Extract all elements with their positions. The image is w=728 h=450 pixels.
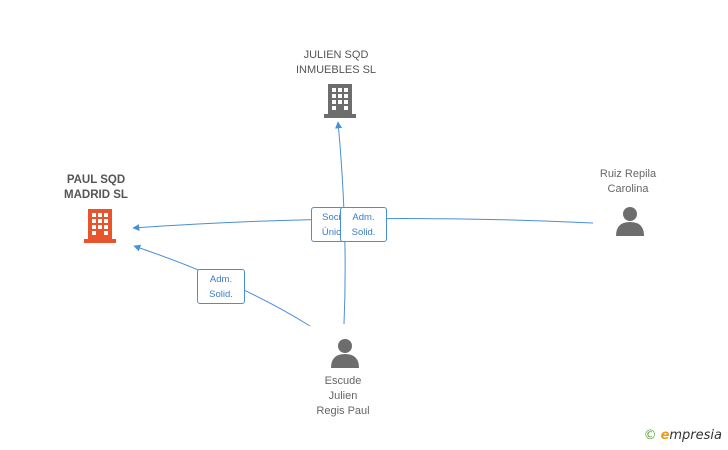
copyright-symbol: © [643,428,657,443]
node-label-line: Escude [324,375,362,387]
node-label-line: Julien [328,390,358,402]
edge-label-adm-solid: Adm. Solid. [197,269,245,304]
node-label-paul-madrid[interactable]: PAUL SQD MADRID SL [46,173,146,203]
node-label-escude-julien[interactable]: Escude Julien Regis Paul [293,374,393,419]
person-icon [616,207,644,236]
brand-initial: e [660,428,670,443]
edge-label-line: Único [321,227,347,238]
person-icon [331,339,359,368]
node-label-line: JULIEN SQD [303,49,369,61]
edge-label-line: Solid. [209,289,233,300]
edge-label-line: Solid. [351,227,376,238]
edge-label-line: Adm. [209,274,233,285]
building-icon [324,84,356,118]
empresia-logo: ©empresia [644,428,722,443]
node-label-julien-inmuebles[interactable]: JULIEN SQD INMUEBLES SL [286,48,386,78]
node-label-line: PAUL SQD [66,174,126,186]
building-icon [84,209,116,243]
node-label-ruiz-repila[interactable]: Ruiz Repila Carolina [578,167,678,197]
node-label-line: Regis Paul [316,405,370,417]
edge-label-line: Socio [322,212,346,223]
brand-name: mpresia [669,428,722,443]
edge-label-adm-solid: Adm. Solid. [340,207,387,242]
node-label-line: Carolina [607,183,649,195]
edge-label-line: Adm. [352,212,375,223]
node-label-line: INMUEBLES SL [295,64,377,76]
node-label-line: MADRID SL [64,189,128,201]
node-label-line: Ruiz Repila [599,168,657,180]
